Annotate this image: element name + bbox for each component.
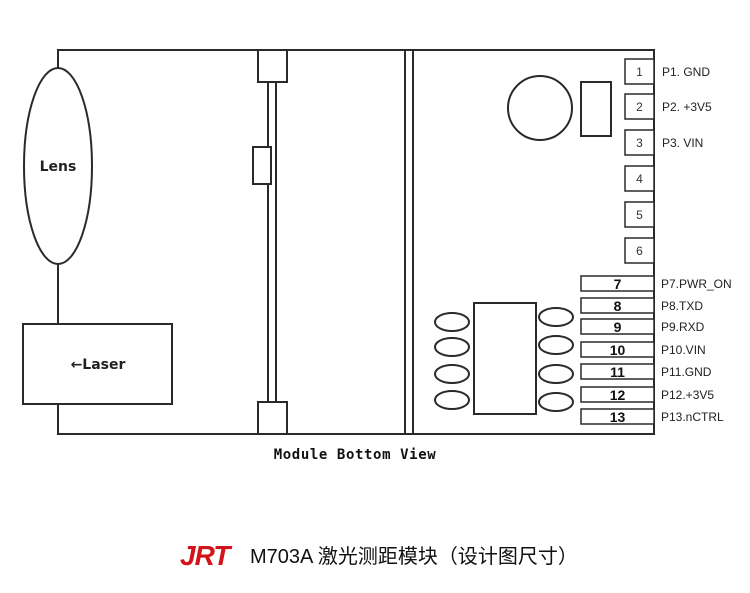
pad-10: 10 P10.VIN bbox=[580, 341, 706, 358]
pad-13-number: 13 bbox=[610, 409, 626, 425]
pad-2-number: 2 bbox=[636, 100, 643, 114]
pad-10-label: P10.VIN bbox=[661, 343, 706, 357]
pad-3: 3 P3. VIN bbox=[624, 129, 703, 156]
pad-8-number: 8 bbox=[614, 298, 622, 314]
rail-top-block bbox=[257, 49, 288, 83]
pad-7-label: P7.PWR_ON bbox=[661, 277, 732, 291]
chip-pin bbox=[538, 307, 574, 327]
pad-11-number: 11 bbox=[610, 364, 625, 380]
pad-4: 4 bbox=[624, 165, 655, 192]
brand-logo: JRT bbox=[180, 540, 233, 571]
pad-3-number: 3 bbox=[636, 136, 643, 150]
pad-2-label: P2. +3V5 bbox=[662, 100, 712, 114]
pad-8-label: P8.TXD bbox=[661, 299, 703, 313]
pad-1-label: P1. GND bbox=[662, 65, 710, 79]
pad-2: 2 P2. +3V5 bbox=[624, 93, 712, 120]
diagram-caption: Module Bottom View bbox=[274, 447, 437, 463]
rail-bottom-block bbox=[257, 401, 288, 435]
pad-1: 1 P1. GND bbox=[624, 58, 710, 85]
chip-pin bbox=[538, 364, 574, 384]
chip-pin bbox=[434, 390, 470, 410]
pad-1-number: 1 bbox=[636, 65, 643, 79]
pad-11-label: P11.GND bbox=[661, 365, 712, 379]
laser-box bbox=[22, 323, 173, 405]
pad-3-label: P3. VIN bbox=[662, 136, 703, 150]
pad-5: 5 bbox=[624, 201, 655, 228]
chip-pin bbox=[434, 364, 470, 384]
small-component bbox=[580, 81, 612, 137]
pad-6: 6 bbox=[624, 237, 655, 264]
pad-9-number: 9 bbox=[614, 319, 622, 335]
pad-7: 7 P7.PWR_ON bbox=[580, 275, 732, 292]
pad-13: 13 P13.nCTRL bbox=[580, 408, 724, 425]
laser-label: ←Laser bbox=[71, 357, 126, 373]
lens-label: Lens bbox=[40, 159, 77, 175]
pad-6-number: 6 bbox=[636, 244, 643, 258]
ic-chip bbox=[473, 302, 537, 415]
pad-group-small: 1 P1. GND 2 P2. +3V5 3 P3. VIN 4 5 6 bbox=[624, 58, 712, 264]
round-component bbox=[507, 75, 573, 141]
pad-12: 12 P12.+3V5 bbox=[580, 386, 714, 403]
pad-13-label: P13.nCTRL bbox=[661, 410, 724, 424]
lens-shape bbox=[23, 67, 93, 265]
chip-pin bbox=[434, 337, 470, 357]
document-title: M703A 激光测距模块（设计图尺寸） bbox=[250, 545, 578, 568]
pad-7-number: 7 bbox=[614, 276, 622, 292]
chip-pin bbox=[434, 312, 470, 332]
pad-12-number: 12 bbox=[610, 387, 626, 403]
pad-10-number: 10 bbox=[610, 342, 626, 358]
pad-9: 9 P9.RXD bbox=[580, 318, 705, 335]
chip-pin bbox=[538, 335, 574, 355]
pad-4-number: 4 bbox=[636, 172, 643, 186]
pad-9-label: P9.RXD bbox=[661, 320, 705, 334]
rail-mid-block bbox=[252, 146, 272, 185]
chip-pins-right bbox=[538, 307, 574, 412]
pad-12-label: P12.+3V5 bbox=[661, 388, 714, 402]
pad-11: 11 P11.GND bbox=[580, 363, 712, 380]
pad-5-number: 5 bbox=[636, 208, 643, 222]
chip-pin bbox=[538, 392, 574, 412]
pad-group-wide: 7 P7.PWR_ON 8 P8.TXD 9 P9.RXD 10 P10.VIN… bbox=[580, 275, 732, 425]
chip-pins-left bbox=[434, 312, 470, 410]
pad-8: 8 P8.TXD bbox=[580, 297, 703, 314]
